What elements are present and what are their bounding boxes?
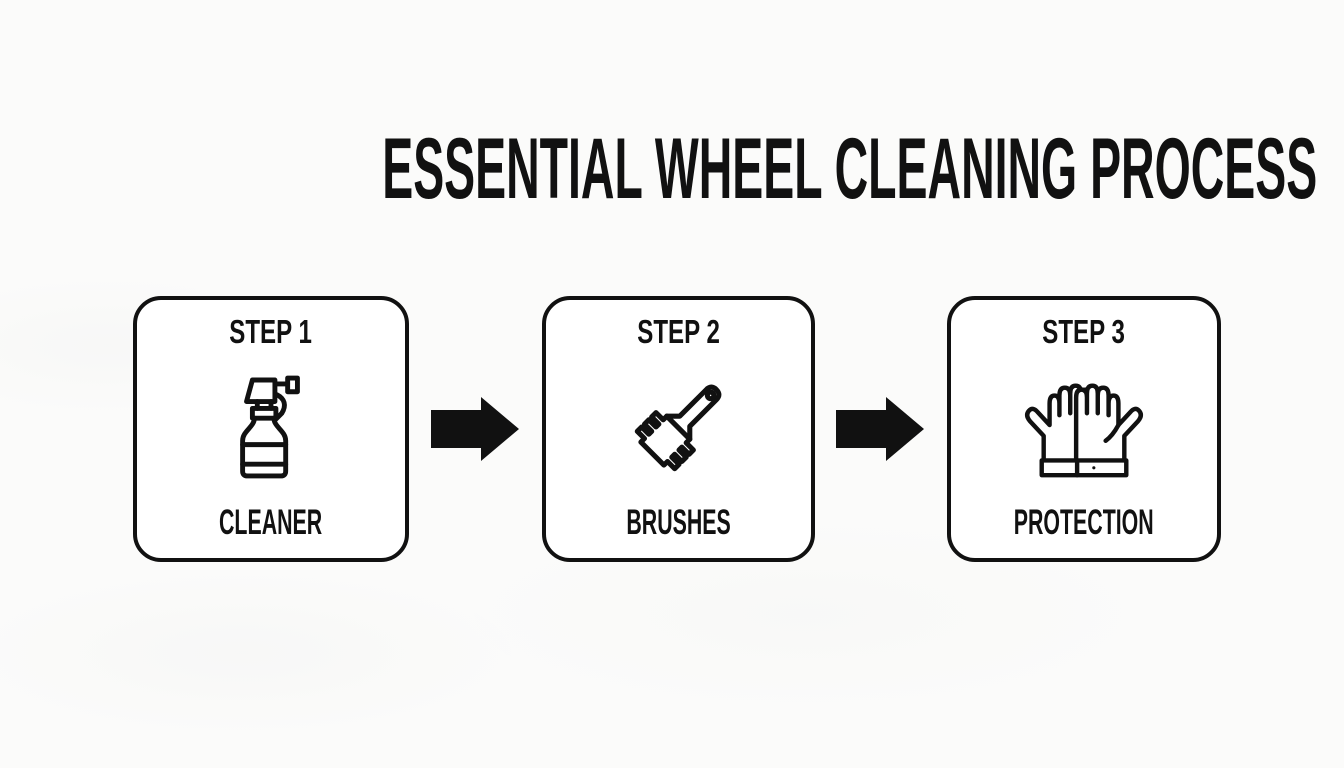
brush-icon (618, 348, 740, 505)
step-3-name-text: PROTECTION (1014, 503, 1154, 542)
step-2-label-text: STEP 2 (637, 313, 720, 350)
step-box-2: STEP 2 BRUSHES (542, 296, 815, 562)
step-1-label: STEP 1 (214, 315, 327, 348)
step-2-label: STEP 2 (622, 315, 735, 348)
step-2-name-text: BRUSHES (626, 503, 731, 542)
step-box-1: STEP 1 CLEANER (133, 296, 409, 562)
step-3-label-text: STEP 3 (1042, 313, 1126, 350)
step-3-name: PROTECTION (969, 505, 1198, 540)
step-3-label: STEP 3 (1027, 315, 1140, 348)
page-title: ESSENTIAL WHEEL CLEANING PROCESS (0, 126, 1328, 212)
page-title-text: ESSENTIAL WHEEL CLEANING PROCESS (382, 121, 1318, 217)
gloves-icon (1023, 348, 1145, 505)
step-box-3: STEP 3 PROTECTION (947, 296, 1221, 562)
step-1-label-text: STEP 1 (229, 313, 313, 350)
step-1-name: CLEANER (186, 505, 355, 540)
spray-bottle-icon (224, 348, 318, 505)
arrow-right-icon (836, 397, 924, 461)
step-1-name-text: CLEANER (219, 503, 323, 542)
arrow-right-icon (431, 397, 519, 461)
step-2-name: BRUSHES (593, 505, 764, 540)
